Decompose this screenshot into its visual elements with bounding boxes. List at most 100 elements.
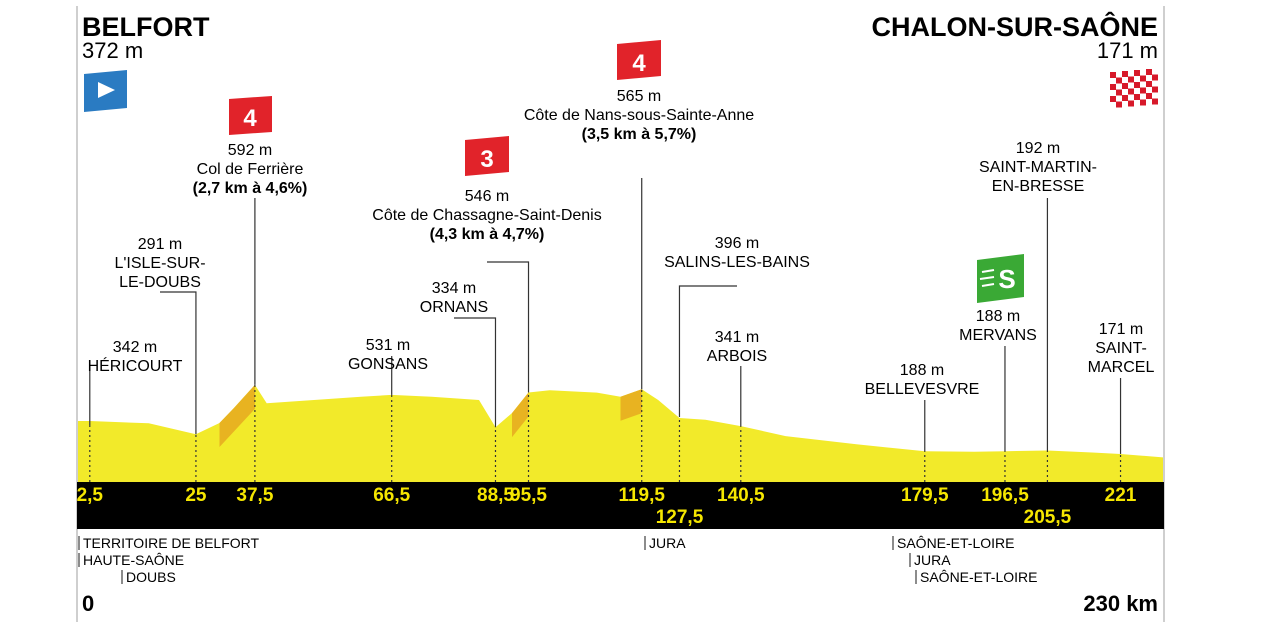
place-name: SAINT- <box>1095 340 1147 357</box>
finish-flag-square <box>1152 98 1158 105</box>
finish-flag-square <box>1110 84 1116 90</box>
km-label-9: 140,5 <box>717 485 765 506</box>
km-label-5: 88,5 <box>477 485 514 506</box>
place-name: GONSANS <box>348 356 428 373</box>
finish-flag-square <box>1146 81 1152 87</box>
finish-flag-square <box>1134 70 1140 76</box>
sprint-speed-line-3 <box>981 283 995 287</box>
climb-label-2: 546 m Côte de Chassagne-Saint-Denis (4,3… <box>372 188 601 243</box>
climb-2-name: Côte de Chassagne-Saint-Denis <box>372 207 601 224</box>
place-altitude: 342 m <box>113 339 157 356</box>
climb-label-1: 592 m Col de Ferrière (2,7 km à 4,6%) <box>193 142 308 197</box>
climb-segment-3 <box>620 389 642 421</box>
start-town: BELFORT <box>82 12 210 42</box>
climb-category-1: 4 <box>243 105 257 132</box>
finish-flag-square <box>1116 101 1122 108</box>
place-name: ORNANS <box>420 299 488 316</box>
place-altitude: 341 m <box>715 329 759 346</box>
start-altitude: 372 m <box>82 38 143 63</box>
place-name: SALINS-LES-BAINS <box>664 254 810 271</box>
km-label-13: 221 <box>1105 485 1137 506</box>
place-hericourt: 342 m HÉRICOURT <box>88 339 183 375</box>
climb-2-altitude: 546 m <box>465 188 509 205</box>
climb-category-3: 4 <box>632 50 646 77</box>
climb-1-detail: (2,7 km à 4,6%) <box>193 180 308 197</box>
climb-3-detail: (3,5 km à 5,7%) <box>582 126 697 143</box>
finish-flag-square <box>1128 88 1134 95</box>
km-label-4: 66,5 <box>373 485 410 506</box>
finish-flag-square <box>1146 93 1152 99</box>
place-name: SAINT-MARTIN- <box>979 159 1097 176</box>
sprint-badge: S <box>977 254 1024 303</box>
place-name: MERVANS <box>959 327 1037 344</box>
leader-solid-2 <box>160 291 197 435</box>
climb-1-altitude: 592 m <box>228 142 272 159</box>
place-altitude: 334 m <box>432 280 476 297</box>
place-saint-martin-en-bresse: 192 m SAINT-MARTIN- EN-BRESSE <box>979 140 1097 195</box>
place-arbois: 341 m ARBOIS <box>707 329 767 365</box>
finish-flag-square <box>1152 86 1158 93</box>
km-band <box>77 482 1164 529</box>
place-name: BELLEVESVRE <box>865 381 980 398</box>
dept-doubs: DOUBS <box>126 569 176 585</box>
dept-jura-2: JURA <box>914 552 951 568</box>
km-label-1: 2,5 <box>77 485 104 506</box>
km-label-7: 119,5 <box>618 485 665 506</box>
place-mervans: 188 m MERVANS <box>959 308 1037 344</box>
climb-badge-3: 4 <box>617 40 661 80</box>
finish-flag-square <box>1110 96 1116 102</box>
distance-end: 230 km <box>1083 591 1158 616</box>
start-flag-icon <box>84 70 127 112</box>
leader-solid-5 <box>454 317 497 428</box>
finish-flag-square <box>1128 76 1134 83</box>
place-salins-les-bains: 396 m SALINS-LES-BAINS <box>664 235 810 271</box>
place-altitude: 188 m <box>900 362 944 379</box>
km-label-12: 205,5 <box>1024 507 1072 528</box>
dept-saone-et-loire: SAÔNE-ET-LOIRE <box>897 535 1014 551</box>
finish-flag-square <box>1122 71 1128 77</box>
place-altitude: 396 m <box>715 235 759 252</box>
place-saint-marcel: 171 m SAINT- MARCEL <box>1088 321 1155 376</box>
place-altitude: 192 m <box>1016 140 1060 157</box>
finish-flag-square <box>1122 83 1128 89</box>
climb-segment-1 <box>219 384 255 447</box>
finish-flag-square <box>1140 99 1146 106</box>
sprint-speed-line-1 <box>981 269 995 273</box>
km-label-6: 95,5 <box>510 485 547 506</box>
dept-territoire-de-belfort: TERRITOIRE DE BELFORT <box>83 535 260 551</box>
finish-flag-square <box>1140 75 1146 82</box>
leader-lines <box>89 178 1122 482</box>
sprint-speed-line-2 <box>979 276 995 280</box>
place-altitude: 188 m <box>976 308 1020 325</box>
finish-flag-square <box>1116 89 1122 96</box>
finish-altitude: 171 m <box>1097 38 1158 63</box>
place-altitude: 171 m <box>1099 321 1143 338</box>
leader-solid-8 <box>678 285 737 418</box>
place-name: HÉRICOURT <box>88 356 183 375</box>
finish-flag-square <box>1134 94 1140 100</box>
climb-2-detail: (4,3 km à 4,7%) <box>430 226 545 243</box>
finish-town: CHALON-SUR-SAÔNE <box>872 11 1159 42</box>
finish-flag-square <box>1116 77 1122 84</box>
km-label-2: 25 <box>185 485 207 506</box>
profile-fill <box>78 384 1163 482</box>
place-gonsans: 531 m GONSANS <box>348 337 428 373</box>
dept-jura: JURA <box>649 535 686 551</box>
dept-haute-saone: HAUTE-SAÔNE <box>83 552 184 568</box>
place-altitude: 531 m <box>366 337 410 354</box>
km-label-11: 196,5 <box>981 485 1029 506</box>
climb-1-name: Col de Ferrière <box>197 161 304 178</box>
climb-3-altitude: 565 m <box>617 88 661 105</box>
finish-flag-square <box>1122 95 1128 101</box>
finish-flag-square <box>1140 87 1146 94</box>
place-name-line2: EN-BRESSE <box>992 178 1084 195</box>
place-name-line2: MARCEL <box>1088 359 1155 376</box>
profile-area <box>78 384 1163 482</box>
finish-flag-square <box>1110 72 1116 78</box>
place-bellevesvre: 188 m BELLEVESVRE <box>865 362 980 398</box>
place-ornans: 334 m ORNANS <box>420 280 488 316</box>
climb-segment-2 <box>512 392 529 438</box>
place-name-line2: LE-DOUBS <box>119 274 201 291</box>
finish-flag-square <box>1134 82 1140 88</box>
climb-badge-1: 4 <box>229 96 272 135</box>
